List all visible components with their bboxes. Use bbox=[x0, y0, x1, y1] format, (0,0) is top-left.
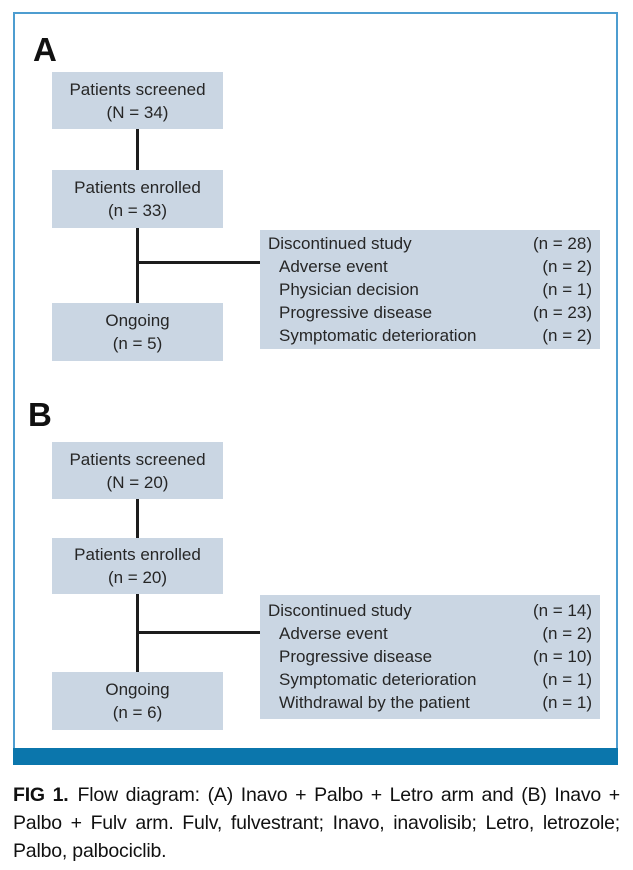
discontinued-row: Withdrawal by the patient (n = 1) bbox=[268, 691, 592, 714]
discontinued-label: Adverse event bbox=[279, 624, 388, 643]
figure-number: FIG 1. bbox=[13, 784, 69, 806]
discontinued-label: Progressive disease bbox=[279, 647, 433, 666]
discontinued-label: Discontinued study bbox=[268, 601, 412, 620]
screened-box-b-line2: (N = 20) bbox=[106, 472, 169, 492]
discontinued-value: (n = 10) bbox=[532, 647, 592, 666]
figure-caption: FIG 1.Flow diagram: (A) Inavo + Palbo + … bbox=[13, 781, 620, 865]
discontinued-value: (n = 2) bbox=[542, 257, 592, 276]
discontinued-box-a: Discontinued study (n = 28) Adverse even… bbox=[260, 230, 600, 349]
discontinued-value: (n = 1) bbox=[542, 670, 592, 689]
enrolled-box-b: Patients enrolled (n = 20) bbox=[52, 538, 223, 594]
connector-a-enrolled-ongoing bbox=[136, 228, 139, 303]
connector-a-branch-discontinued bbox=[137, 261, 260, 264]
enrolled-box-b-line2: (n = 20) bbox=[107, 568, 168, 587]
enrolled-box-b-line1: Patients enrolled bbox=[74, 545, 201, 564]
ongoing-box-a-line1: Ongoing bbox=[105, 311, 170, 330]
discontinued-label: Adverse event bbox=[279, 257, 388, 276]
discontinued-value: (n = 23) bbox=[532, 303, 592, 322]
discontinued-label: Withdrawal by the patient bbox=[279, 693, 470, 712]
discontinued-label: Physician decision bbox=[279, 280, 419, 299]
discontinued-row: Physician decision (n = 1) bbox=[268, 278, 592, 301]
ongoing-box-b-line2: (n = 6) bbox=[112, 703, 163, 722]
enrolled-box-a: Patients enrolled (n = 33) bbox=[52, 170, 223, 228]
connector-b-branch-discontinued bbox=[137, 631, 260, 634]
discontinued-value: (n = 2) bbox=[542, 624, 592, 643]
panel-a-label: A bbox=[33, 31, 57, 68]
discontinued-value: (n = 14) bbox=[532, 601, 592, 620]
discontinued-row: Discontinued study (n = 14) bbox=[268, 599, 592, 622]
enrolled-box-a-line2: (n = 33) bbox=[107, 201, 168, 220]
discontinued-value: (n = 1) bbox=[542, 693, 592, 712]
discontinued-row: Symptomatic deterioration (n = 1) bbox=[268, 668, 592, 691]
screened-box-a-line1: Patients screened bbox=[69, 79, 206, 99]
discontinued-label: Discontinued study bbox=[268, 234, 412, 253]
ongoing-box-a: Ongoing (n = 5) bbox=[52, 303, 223, 361]
ongoing-box-b: Ongoing (n = 6) bbox=[52, 672, 223, 730]
discontinued-value: (n = 2) bbox=[542, 326, 592, 345]
discontinued-row: Progressive disease (n = 10) bbox=[268, 645, 592, 668]
discontinued-value: (n = 1) bbox=[542, 280, 592, 299]
discontinued-row: Adverse event (n = 2) bbox=[268, 622, 592, 645]
ongoing-box-b-line1: Ongoing bbox=[105, 680, 170, 699]
discontinued-row: Symptomatic deterioration (n = 2) bbox=[268, 324, 592, 347]
caption-text: Flow diagram: (A) Inavo + Palbo + Letro … bbox=[13, 784, 620, 862]
screened-box-b-line1: Patients screened bbox=[69, 449, 206, 469]
ongoing-box-a-line2: (n = 5) bbox=[112, 334, 163, 353]
discontinued-label: Symptomatic deterioration bbox=[279, 670, 477, 689]
discontinued-row: Adverse event (n = 2) bbox=[268, 255, 592, 278]
screened-box-a-line2: (N = 34) bbox=[106, 102, 169, 122]
discontinued-box-b: Discontinued study (n = 14) Adverse even… bbox=[260, 595, 600, 719]
discontinued-row: Progressive disease (n = 23) bbox=[268, 301, 592, 324]
panel-b-label: B bbox=[28, 396, 52, 433]
connector-b-screened-enrolled bbox=[136, 499, 139, 538]
discontinued-row: Discontinued study (n = 28) bbox=[268, 232, 592, 255]
screened-box-a: Patients screened (N = 34) bbox=[52, 72, 223, 129]
discontinued-label: Progressive disease bbox=[279, 303, 433, 322]
enrolled-box-a-line1: Patients enrolled bbox=[74, 178, 201, 197]
figure-bottom-bar bbox=[13, 748, 618, 765]
discontinued-value: (n = 28) bbox=[532, 234, 592, 253]
discontinued-label: Symptomatic deterioration bbox=[279, 326, 477, 345]
screened-box-b: Patients screened (N = 20) bbox=[52, 442, 223, 499]
connector-a-screened-enrolled bbox=[136, 129, 139, 170]
